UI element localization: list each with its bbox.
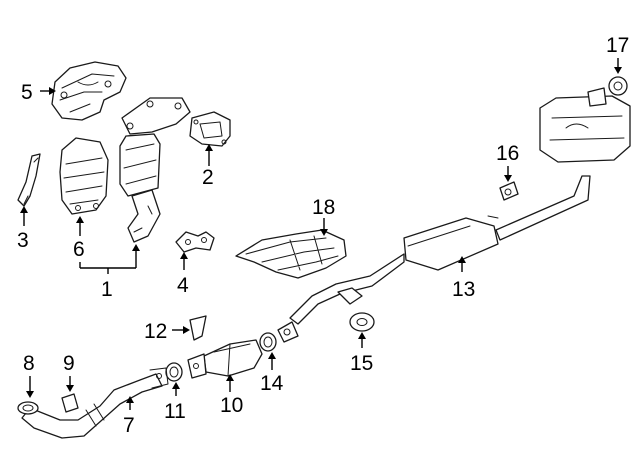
callout-4: 4 [177,274,189,297]
part-17-muffler[interactable] [539,76,631,163]
callout-7: 7 [123,414,135,437]
callout-12: 12 [144,320,167,343]
callout-3: 3 [17,229,29,252]
callout-8: 8 [23,352,35,375]
callout-2: 2 [202,166,214,189]
part-6-lower-heat-shield[interactable] [59,137,109,215]
callout-1: 1 [101,278,113,301]
part-5-upper-heat-shield[interactable] [51,61,127,121]
callout-9: 9 [63,352,75,375]
pipe-flange [277,321,299,343]
part-16-hanger[interactable] [499,181,519,201]
callout-5: 5 [21,81,33,104]
part-9-clamp[interactable] [61,393,79,413]
callout-11: 11 [164,400,186,423]
callout-18: 18 [312,196,335,219]
callout-14: 14 [260,372,284,395]
part-2-gasket[interactable] [189,111,231,147]
part-11-gasket[interactable] [165,362,183,382]
callout-16: 16 [496,142,519,165]
part-10-catalytic-converter[interactable] [187,339,263,379]
part-12-bracket[interactable] [189,315,207,341]
part-8-gasket[interactable] [17,401,39,415]
part-18-heat-shield[interactable] [235,229,347,279]
leader-lines [20,58,622,410]
part-7-front-pipe[interactable] [21,367,169,439]
callout-17: 17 [606,34,629,57]
part-13-center-pipe-resonator[interactable] [289,175,591,325]
callout-6: 6 [73,238,85,261]
part-3-bracket[interactable] [17,153,41,207]
callout-labels: 5 2 3 6 1 4 18 13 16 17 15 14 12 10 11 7… [17,34,629,437]
callout-15: 15 [350,352,373,375]
part-14-gasket[interactable] [259,332,277,352]
part-1-manifold-converter[interactable] [119,97,191,243]
part-15-hanger[interactable] [349,312,375,332]
callout-13: 13 [452,278,475,301]
callout-10: 10 [220,394,243,417]
part-4-bracket[interactable] [175,231,215,253]
